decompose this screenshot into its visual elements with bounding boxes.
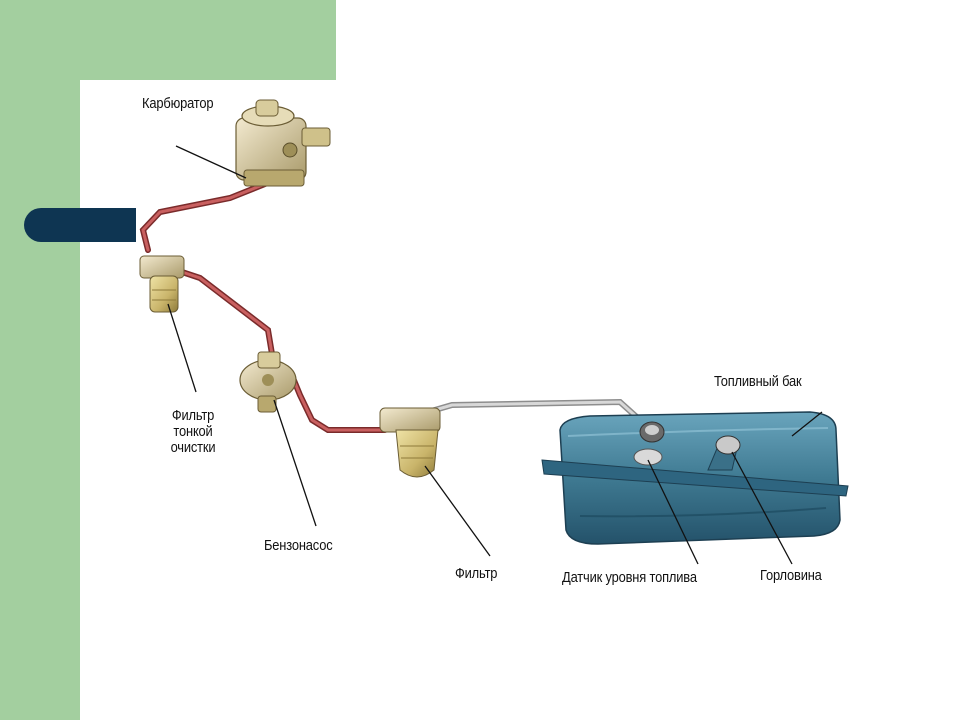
carburetor-illustration xyxy=(235,99,331,187)
fuel-pump-label: Бензонасос xyxy=(264,537,333,554)
slide-tab-marker xyxy=(24,208,136,242)
fuel-tank-label: Топливный бак xyxy=(714,373,802,390)
fuel-pump-illustration xyxy=(239,351,297,413)
fine-filter-label: Фильтр тонкой очистки xyxy=(154,408,231,456)
leader-lines xyxy=(167,145,823,565)
green-top-band xyxy=(0,0,336,80)
level-sensor-label: Датчик уровня топлива xyxy=(562,569,697,586)
fine-filter-label-line1: Фильтр xyxy=(171,407,215,424)
carburetor-label: Карбюратор xyxy=(142,95,214,112)
fine-filter-label-line2: тонкой xyxy=(173,423,213,440)
return-fuel-line xyxy=(425,398,643,423)
fuel-tank-illustration xyxy=(541,411,849,545)
filter-illustration xyxy=(379,407,441,478)
fine-filter-illustration xyxy=(139,255,185,313)
filter-label: Фильтр xyxy=(455,565,498,582)
green-side-band xyxy=(0,0,80,720)
fuel-line-red xyxy=(139,179,388,433)
slide-content-area xyxy=(80,80,960,720)
filler-neck-label: Горловина xyxy=(760,567,822,584)
fine-filter-label-line3: очистки xyxy=(170,439,216,456)
